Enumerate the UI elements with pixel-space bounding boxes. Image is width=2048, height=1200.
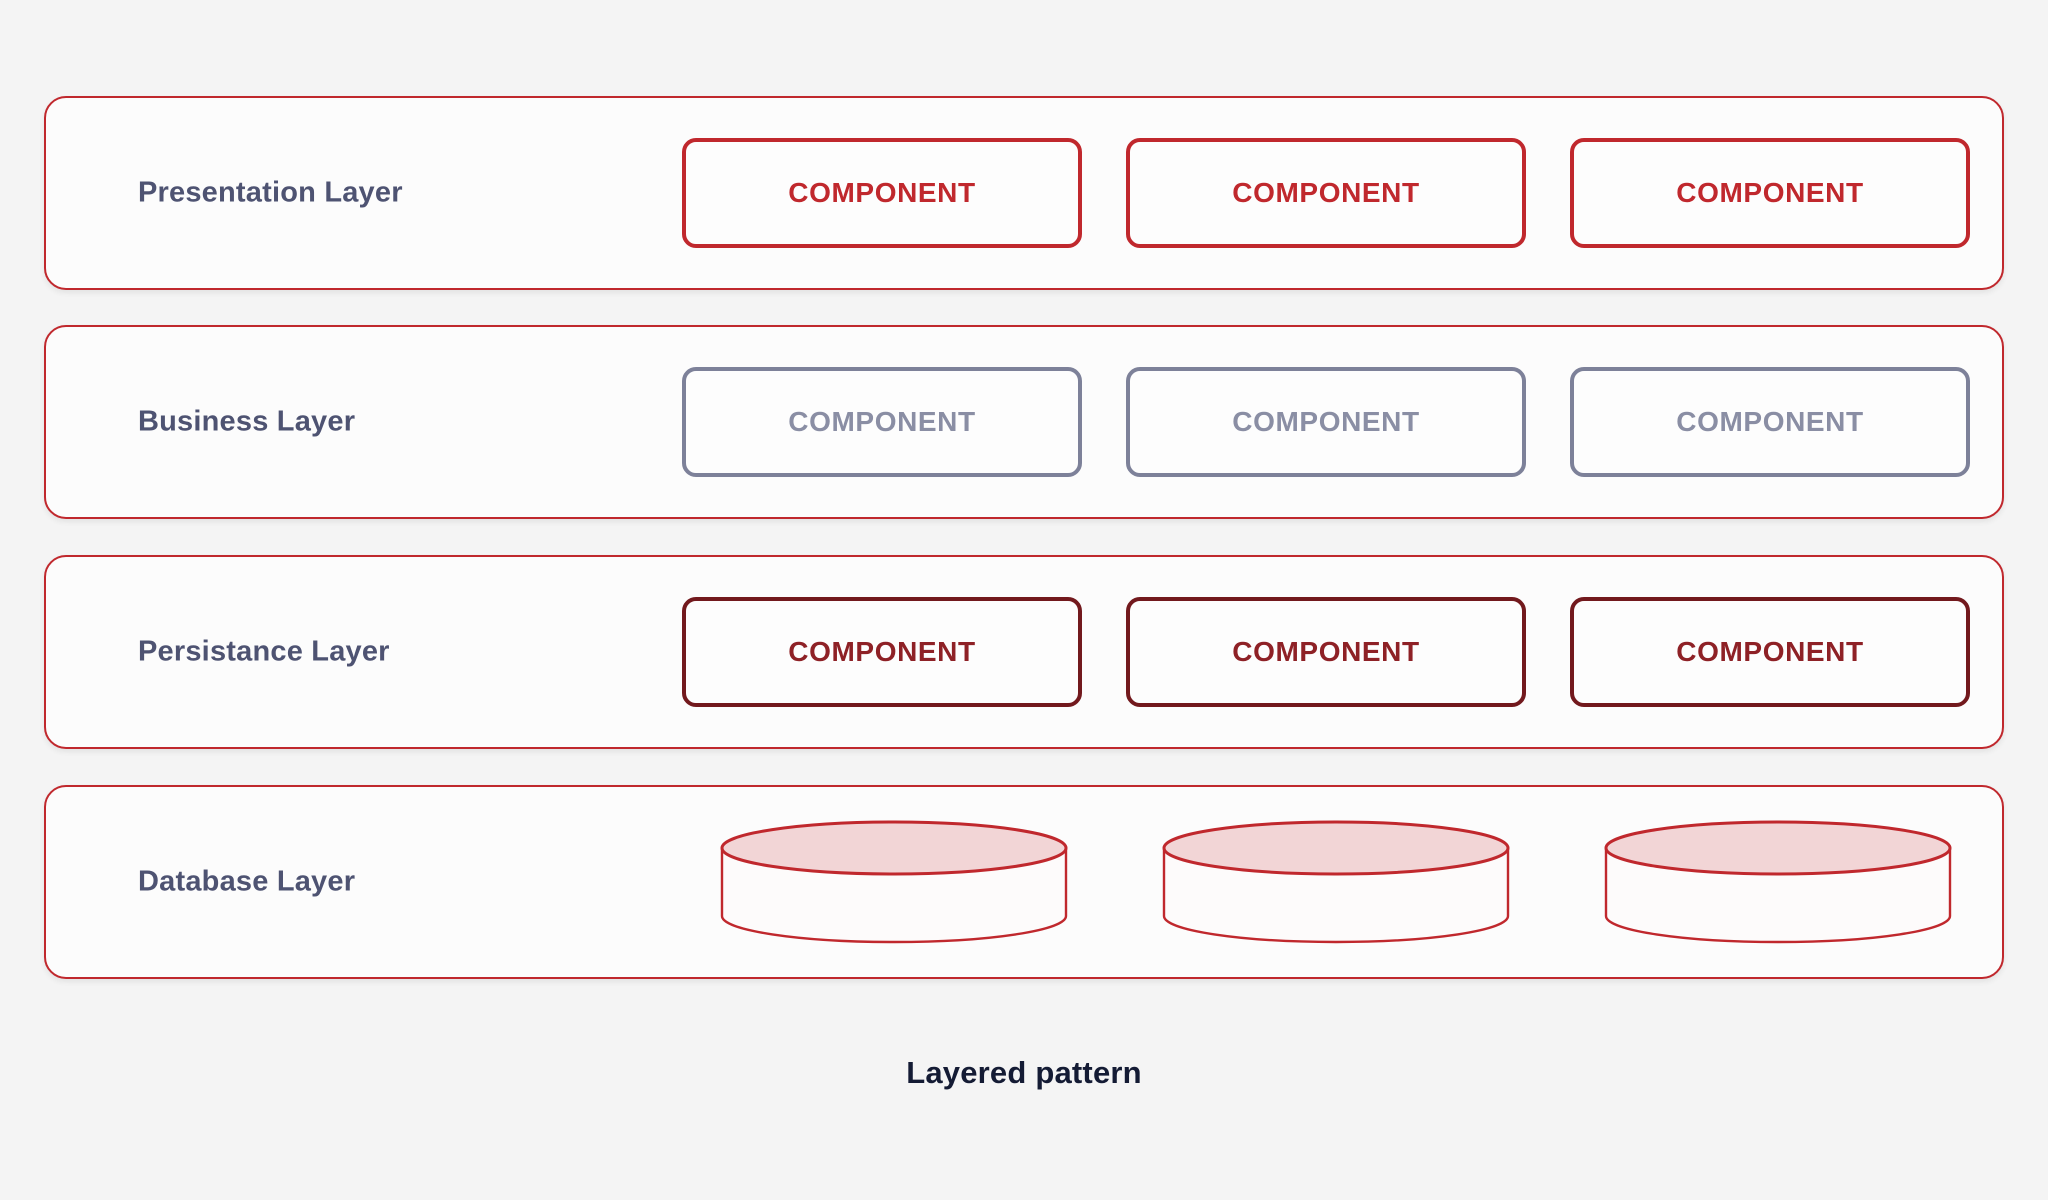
component-label: COMPONENT (788, 177, 976, 208)
component-box[interactable]: COMPONENT (682, 597, 1082, 707)
component-box[interactable]: COMPONENT (1126, 367, 1526, 477)
database-cylinder-icon[interactable] (1602, 820, 1954, 944)
component-label: COMPONENT (1676, 406, 1864, 437)
component-box[interactable]: COMPONENT (682, 367, 1082, 477)
component-box[interactable]: COMPONENT (1570, 597, 1970, 707)
component-label: COMPONENT (788, 636, 976, 667)
database-cylinder-icon[interactable] (1160, 820, 1512, 944)
database-row (718, 820, 1954, 944)
component-label: COMPONENT (1232, 406, 1420, 437)
layer-database: Database Layer (44, 785, 2004, 979)
layer-label-database: Database Layer (138, 865, 356, 898)
layer-label-persistance: Persistance Layer (138, 635, 390, 668)
diagram-caption: Layered pattern (906, 1055, 1142, 1090)
component-box[interactable]: COMPONENT (1126, 597, 1526, 707)
layer-persistance: Persistance Layer COMPONENT COMPONENT CO… (44, 555, 2004, 749)
layer-label-business: Business Layer (138, 405, 356, 438)
component-box[interactable]: COMPONENT (1126, 138, 1526, 248)
component-label: COMPONENT (1232, 636, 1420, 667)
component-box[interactable]: COMPONENT (682, 138, 1082, 248)
component-box[interactable]: COMPONENT (1570, 367, 1970, 477)
layer-label-presentation: Presentation Layer (138, 176, 403, 209)
component-row-persistance: COMPONENT COMPONENT COMPONENT (682, 597, 1970, 707)
component-label: COMPONENT (788, 406, 976, 437)
component-label: COMPONENT (1676, 177, 1864, 208)
layer-business: Business Layer COMPONENT COMPONENT COMPO… (44, 325, 2004, 519)
component-label: COMPONENT (1232, 177, 1420, 208)
component-box[interactable]: COMPONENT (1570, 138, 1970, 248)
database-cylinder-icon[interactable] (718, 820, 1070, 944)
component-row-presentation: COMPONENT COMPONENT COMPONENT (682, 138, 1970, 248)
layer-presentation: Presentation Layer COMPONENT COMPONENT C… (44, 96, 2004, 290)
component-row-business: COMPONENT COMPONENT COMPONENT (682, 367, 1970, 477)
component-label: COMPONENT (1676, 636, 1864, 667)
